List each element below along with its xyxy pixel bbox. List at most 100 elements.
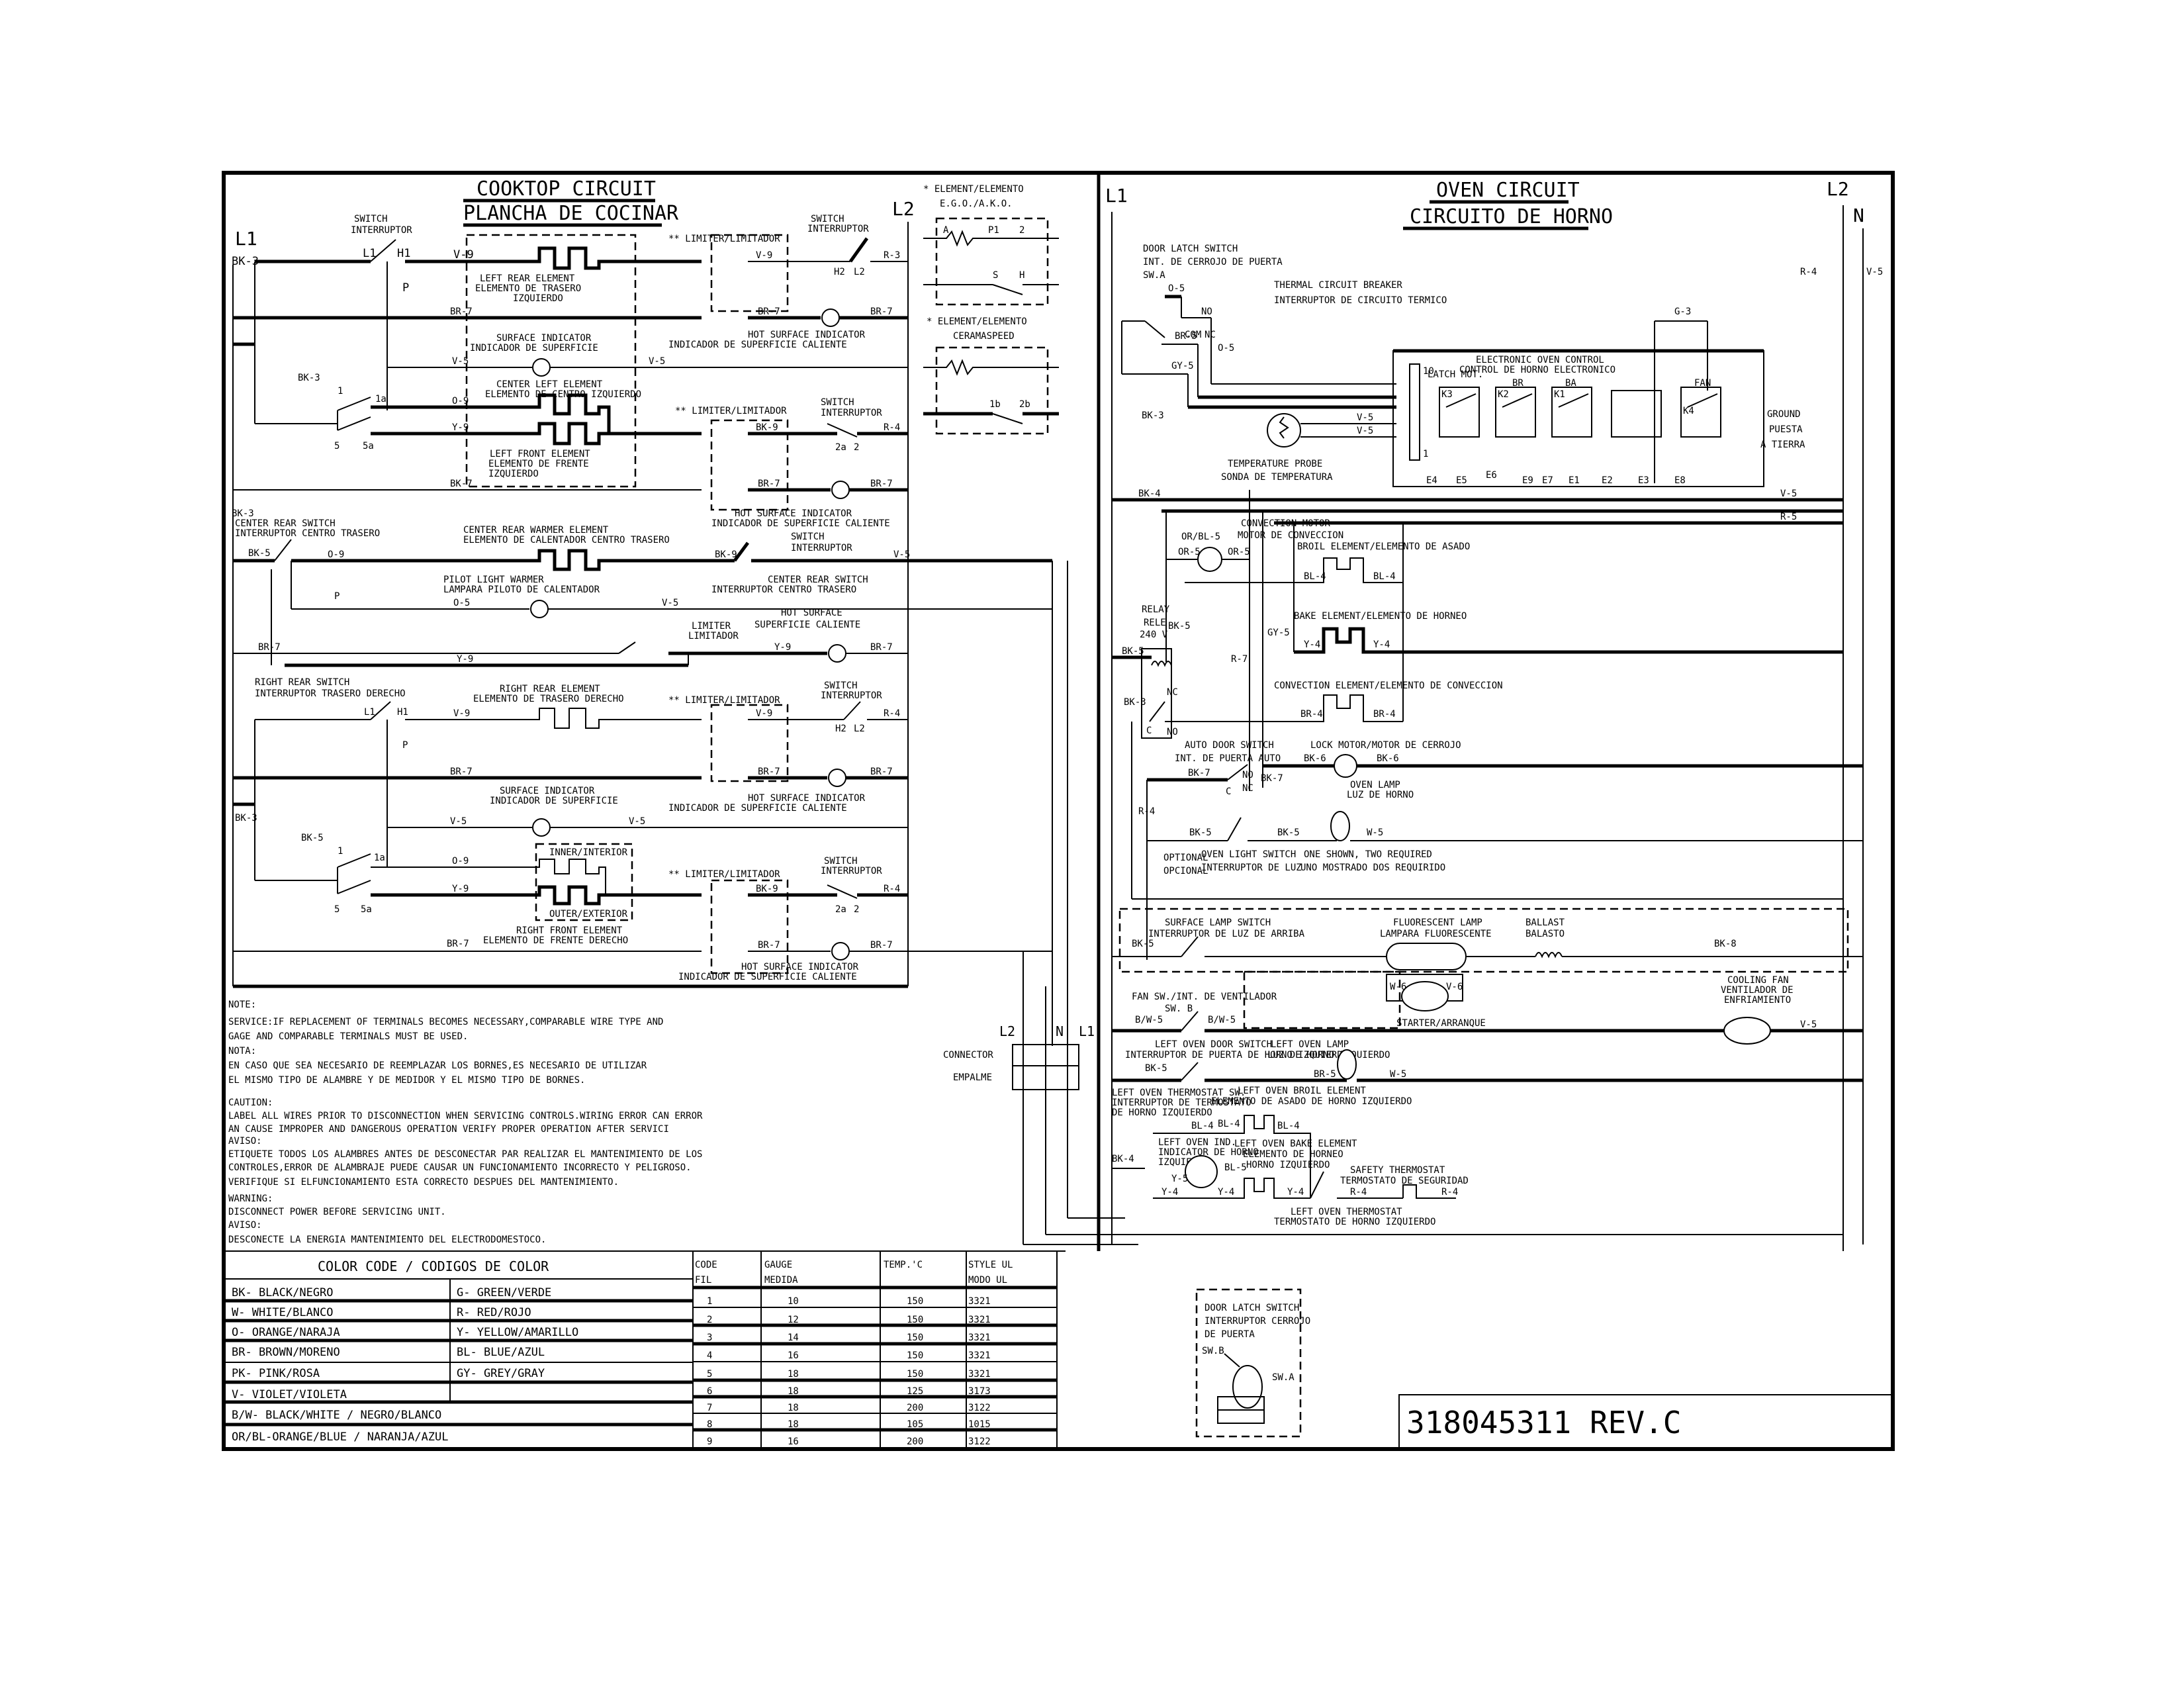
svg-text:V-9: V-9 [756,250,772,261]
svg-text:LEFT OVEN BAKE ELEMENT: LEFT OVEN BAKE ELEMENT [1234,1139,1357,1149]
svg-text:** LIMITER/LIMITADOR: ** LIMITER/LIMITADOR [675,406,787,416]
svg-text:2b: 2b [1019,399,1030,410]
svg-text:BR: BR [1512,378,1524,389]
svg-text:E4: E4 [1426,475,1437,486]
svg-text:200: 200 [907,1403,923,1413]
svg-text:OR/BL-ORANGE/BLUE / NARANJA/AZ: OR/BL-ORANGE/BLUE / NARANJA/AZUL [232,1430,449,1444]
svg-text:AVISO:: AVISO: [228,1136,262,1147]
svg-text:BL-4: BL-4 [1277,1121,1300,1131]
svg-text:BR-5: BR-5 [1314,1069,1336,1080]
svg-text:LEFT REAR ELEMENT: LEFT REAR ELEMENT [480,273,575,284]
svg-text:SW. B: SW. B [1165,1004,1193,1014]
svg-text:BK-5: BK-5 [1277,827,1300,838]
svg-text:PUESTA: PUESTA [1769,424,1803,435]
svg-text:LUZ DE HORNO IZQUIERDO: LUZ DE HORNO IZQUIERDO [1267,1050,1390,1060]
svg-text:Y-4: Y-4 [1373,639,1390,650]
svg-text:BR-7: BR-7 [758,940,780,951]
svg-text:PILOT LIGHT WARMER: PILOT LIGHT WARMER [443,575,544,585]
svg-text:5a: 5a [361,904,372,915]
svg-text:R-4: R-4 [884,884,900,894]
svg-text:OR-5: OR-5 [1228,547,1250,557]
cooktop-circuit: COOKTOP CIRCUIT PLANCHA DE COCINAR L1 L2… [232,177,1052,988]
svg-text:INTERRUPTOR CERROJO: INTERRUPTOR CERROJO [1205,1316,1310,1327]
svg-text:ELEMENTO DE FRENTE: ELEMENTO DE FRENTE [488,459,589,469]
svg-text:NC: NC [1167,687,1178,698]
svg-text:INDICADOR DE SUPERFICIE: INDICADOR DE SUPERFICIE [490,796,618,806]
svg-text:BR-7: BR-7 [258,642,281,653]
svg-text:TERMOSTATO DE SEGURIDAD: TERMOSTATO DE SEGURIDAD [1340,1176,1469,1186]
svg-text:3321: 3321 [968,1369,991,1380]
svg-text:BL-5: BL-5 [1224,1162,1247,1173]
svg-text:150: 150 [907,1350,923,1361]
svg-text:18: 18 [788,1403,799,1413]
svg-text:INTERRUPTOR: INTERRUPTOR [791,543,852,553]
svg-text:Y-4: Y-4 [1304,639,1320,650]
svg-text:HORNO IZQUIERDO: HORNO IZQUIERDO [1246,1160,1330,1170]
svg-text:E5: E5 [1456,475,1467,486]
svg-text:1: 1 [338,386,343,397]
svg-text:V-9: V-9 [453,708,470,719]
svg-text:5: 5 [334,904,340,915]
svg-text:2: 2 [707,1315,712,1325]
svg-text:NC: NC [1242,783,1253,794]
svg-text:V-5: V-5 [450,816,467,827]
svg-text:2a: 2a [835,442,846,453]
svg-text:Y-4: Y-4 [1287,1187,1304,1197]
svg-text:RIGHT FRONT ELEMENT: RIGHT FRONT ELEMENT [516,925,623,936]
svg-text:Y-4: Y-4 [1218,1187,1234,1197]
svg-text:BR-7: BR-7 [870,767,893,777]
svg-text:PK- PINK/ROSA: PK- PINK/ROSA [232,1367,320,1380]
svg-text:SONDA DE TEMPERATURA: SONDA DE TEMPERATURA [1221,472,1333,483]
svg-text:INDICATOR DE HORNO: INDICATOR DE HORNO [1158,1147,1259,1158]
svg-text:P: P [402,740,408,751]
svg-text:LAMPARA PILOTO DE CALENTADOR: LAMPARA PILOTO DE CALENTADOR [443,585,600,595]
svg-text:2: 2 [854,904,859,915]
svg-text:1: 1 [338,846,343,857]
svg-text:V-5: V-5 [1866,267,1883,277]
svg-text:ELEMENTO DE CALENTADOR CENTRO: ELEMENTO DE CALENTADOR CENTRO TRASERO [463,535,670,545]
svg-text:FAN: FAN [1694,378,1711,389]
svg-text:INDICADOR DE SUPERFICIE CALIEN: INDICADOR DE SUPERFICIE CALIENTE [668,803,847,814]
svg-text:WARNING:: WARNING: [228,1194,273,1204]
svg-text:BK-3: BK-3 [298,373,320,383]
svg-text:EN CASO QUE SEA NECESARIO DE R: EN CASO QUE SEA NECESARIO DE REEMPLAZAR … [228,1060,647,1071]
svg-text:BK-5: BK-5 [248,548,271,559]
svg-text:NOTA:: NOTA: [228,1046,256,1056]
svg-text:V-5: V-5 [1780,489,1797,499]
notes: NOTE: SERVICE:IF REPLACEMENT OF TERMINAL… [228,1000,703,1245]
svg-text:BR-7: BR-7 [758,479,780,489]
part-number-box: 318045311 REV.C [1398,1394,1893,1450]
svg-text:BR-4: BR-4 [1373,709,1396,720]
svg-text:1a: 1a [374,853,385,863]
svg-text:LEFT OVEN THERMOSTAT SW.: LEFT OVEN THERMOSTAT SW. [1112,1088,1246,1098]
svg-text:ELECTRONIC OVEN CONTROL: ELECTRONIC OVEN CONTROL [1476,355,1604,365]
svg-text:HOT SURFACE: HOT SURFACE [781,608,842,618]
svg-text:V-5: V-5 [629,816,645,827]
svg-text:L1: L1 [1079,1023,1095,1039]
svg-text:OUTER/EXTERIOR: OUTER/EXTERIOR [549,909,628,919]
svg-text:INTERRUPTOR DE LUZ: INTERRUPTOR DE LUZ [1201,863,1302,873]
svg-text:10: 10 [1423,366,1434,377]
cooktop-title: COOKTOP CIRCUIT [477,177,656,201]
svg-text:INT. DE CERROJO DE PUERTA: INT. DE CERROJO DE PUERTA [1143,257,1283,267]
svg-text:ELEMENTO DE ASADO DE HORNO IZQ: ELEMENTO DE ASADO DE HORNO IZQUIERDO [1211,1096,1412,1107]
svg-text:INDICADOR DE SUPERFICIE CALIEN: INDICADOR DE SUPERFICIE CALIENTE [678,972,857,982]
svg-text:CENTER LEFT ELEMENT: CENTER LEFT ELEMENT [496,379,603,390]
svg-text:LATCH MOT.: LATCH MOT. [1428,369,1483,380]
svg-text:BK- BLACK/NEGRO: BK- BLACK/NEGRO [232,1286,334,1299]
svg-text:E6: E6 [1486,470,1497,481]
svg-text:SWITCH: SWITCH [354,214,388,224]
svg-text:RIGHT REAR SWITCH: RIGHT REAR SWITCH [255,677,349,688]
svg-text:BR-7: BR-7 [870,306,893,317]
svg-text:V-5: V-5 [452,356,469,367]
svg-text:ELEMENTO DE FRENTE DERECHO: ELEMENTO DE FRENTE DERECHO [483,935,628,946]
svg-text:INT. DE PUERTA AUTO: INT. DE PUERTA AUTO [1175,753,1281,764]
svg-text:LABEL ALL WIRES PRIOR TO DISCO: LABEL ALL WIRES PRIOR TO DISCONNECTION W… [228,1111,703,1121]
svg-text:3321: 3321 [968,1296,991,1307]
svg-text:BK-3: BK-3 [235,813,257,823]
svg-text:L1: L1 [1105,185,1128,207]
svg-text:EMPALME: EMPALME [953,1072,992,1083]
svg-text:STYLE UL: STYLE UL [968,1260,1013,1270]
svg-text:V-5: V-5 [1800,1019,1817,1030]
svg-text:DISCONNECT POWER BEFORE SERVIC: DISCONNECT POWER BEFORE SERVICING UNIT. [228,1207,446,1217]
